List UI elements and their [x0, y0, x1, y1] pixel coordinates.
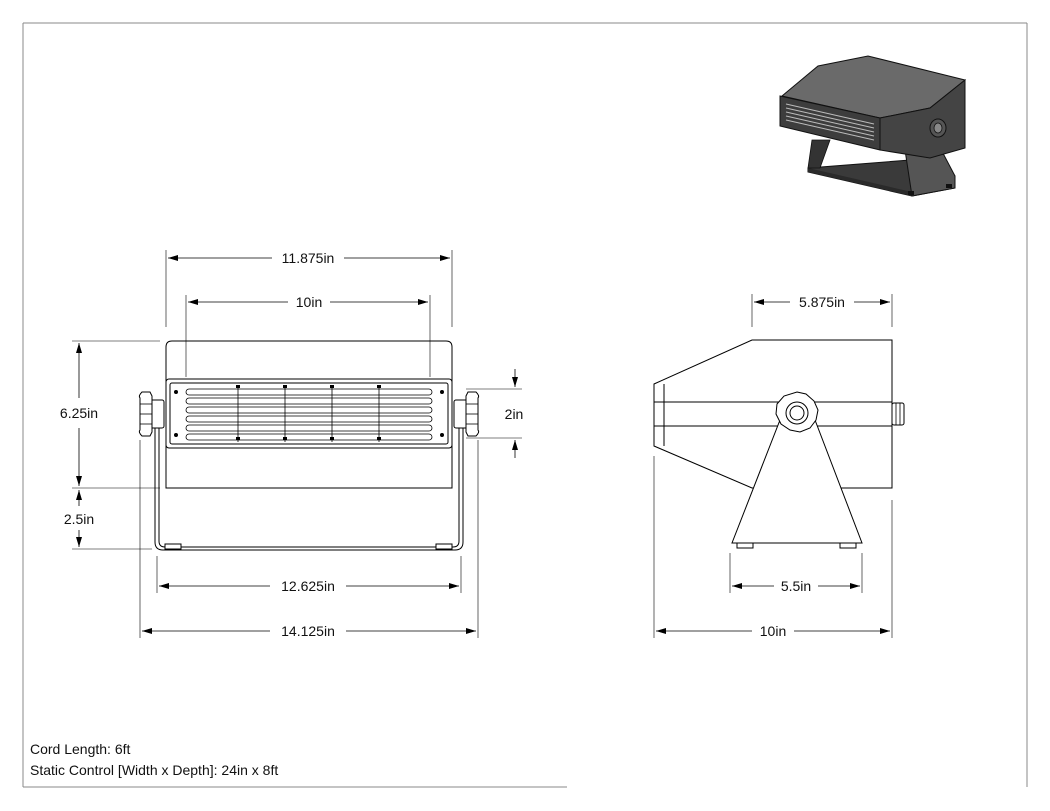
dim-stand-base: 5.5in	[781, 578, 811, 594]
grille-slats	[174, 385, 444, 442]
left-knob	[138, 391, 165, 437]
cord-length-note: Cord Length: 6ft	[30, 741, 131, 757]
isometric-heater-render	[779, 55, 967, 197]
dim-height: 6.25in	[60, 405, 98, 421]
dim-grille-height: 2in	[505, 406, 524, 422]
notes-block: Cord Length: 6ft Static Control [Width x…	[30, 741, 278, 778]
front-view: 11.875in 10in 6.25in 2.5in 2in 12.625in …	[60, 250, 523, 639]
right-knob	[453, 391, 480, 437]
dim-base-width: 12.625in	[281, 578, 335, 594]
dim-top-width: 11.875in	[282, 250, 335, 266]
sheet-border	[22, 22, 1028, 788]
dim-stand-height: 2.5in	[64, 511, 94, 527]
pivot-knob	[775, 391, 819, 433]
side-view: 5.875in 5.5in 10in	[653, 294, 905, 639]
static-control-note: Static Control [Width x Depth]: 24in x 8…	[30, 762, 278, 778]
dim-overall-depth: 10in	[760, 623, 786, 639]
dim-top-depth: 5.875in	[799, 294, 845, 310]
dim-overall-width: 14.125in	[281, 623, 335, 639]
dim-grille-width: 10in	[296, 294, 322, 310]
